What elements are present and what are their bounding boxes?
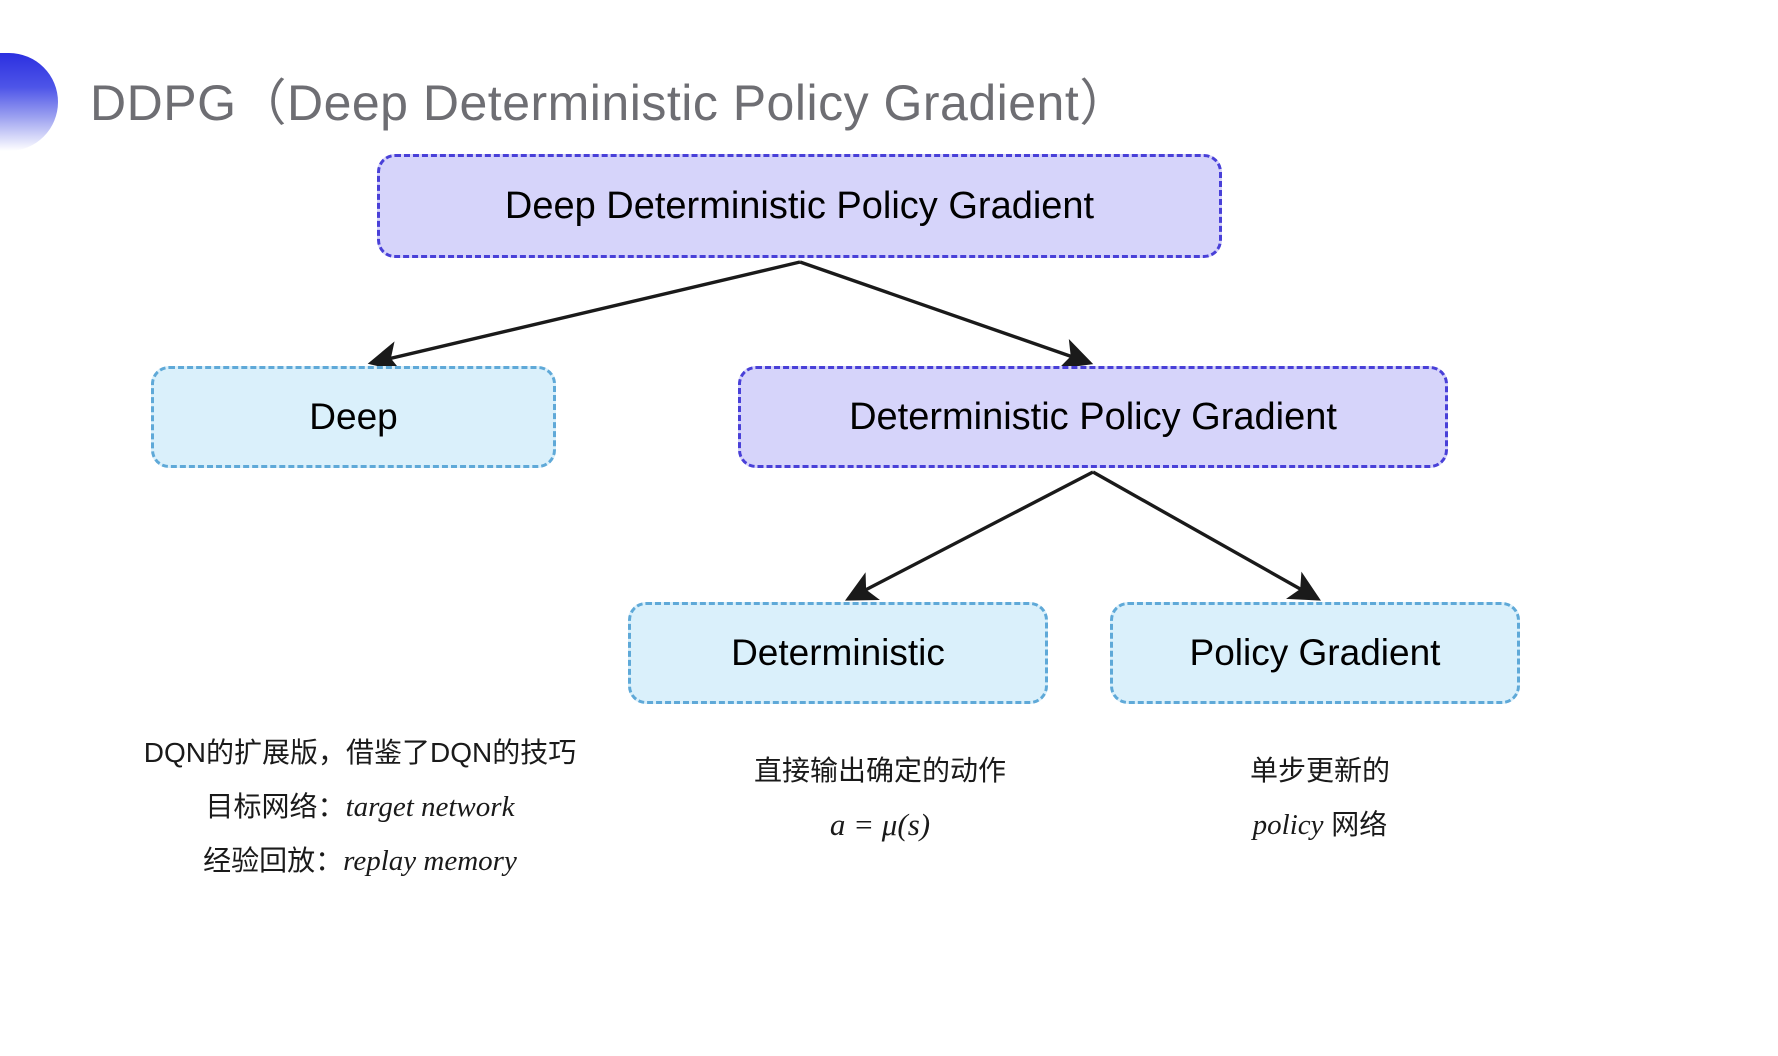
node-deterministic[interactable]: Deterministic xyxy=(628,602,1048,704)
node-deep-deterministic-policy-gradient[interactable]: Deep Deterministic Policy Gradient xyxy=(377,154,1222,258)
caption-term: replay memory xyxy=(343,845,517,877)
caption-line-2: policy 网络 xyxy=(1140,798,1500,852)
node-policy-gradient[interactable]: Policy Gradient xyxy=(1110,602,1520,704)
caption-line-1: 直接输出确定的动作 xyxy=(753,755,1006,786)
caption-label: 经验回放： xyxy=(203,845,344,876)
caption-line-1: 单步更新的 xyxy=(1249,755,1390,786)
node-label: Policy Gradient xyxy=(1189,632,1441,673)
caption-term: target network xyxy=(345,791,515,823)
page-title: DDPG（Deep Deterministic Policy Gradient） xyxy=(90,75,1130,131)
arrow-dpg-to-deterministic xyxy=(844,470,1094,601)
arrow-dpg-to-policygradient xyxy=(1092,470,1321,601)
caption-label: 目标网络： xyxy=(205,791,346,822)
caption-deep: DQN的扩展版，借鉴了DQN的技巧 目标网络：target network 经验… xyxy=(130,726,590,888)
arrow-root-to-dpg xyxy=(799,260,1094,369)
caption-line-2: 目标网络：target network xyxy=(130,780,590,834)
caption-line-3: 经验回放：replay memory xyxy=(130,834,590,888)
node-label: Deterministic xyxy=(731,632,945,673)
node-label: Deterministic Policy Gradient xyxy=(849,396,1337,438)
caption-policy-gradient: 单步更新的 policy 网络 xyxy=(1140,744,1500,852)
node-label: Deep xyxy=(309,396,398,437)
caption-formula: a = μ(s) xyxy=(829,807,931,842)
caption-label: 网络 xyxy=(1323,809,1388,840)
caption-line-1: DQN的扩展版，借鉴了DQN的技巧 xyxy=(143,737,577,768)
arrow-root-to-deep xyxy=(367,260,801,372)
node-deterministic-policy-gradient[interactable]: Deterministic Policy Gradient xyxy=(738,366,1448,468)
caption-deterministic: 直接输出确定的动作 a = μ(s) xyxy=(700,744,1060,852)
node-label: Deep Deterministic Policy Gradient xyxy=(504,185,1095,227)
caption-term: policy xyxy=(1252,809,1324,841)
title-accent-shape xyxy=(0,53,58,151)
node-deep[interactable]: Deep xyxy=(151,366,556,468)
